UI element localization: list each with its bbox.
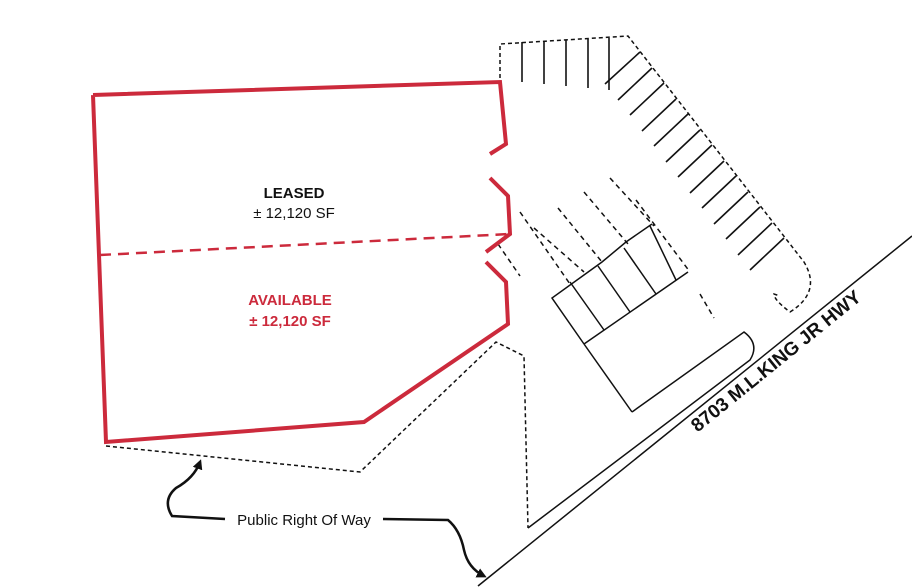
driveway-curb	[527, 331, 755, 529]
parking-island	[550, 223, 689, 413]
road-edge	[477, 235, 912, 587]
parking-stripes-top	[521, 38, 610, 90]
building-outline	[91, 79, 513, 445]
parking-stripes-diagonal	[604, 51, 785, 271]
callout-arrow-left	[166, 459, 226, 521]
parking-lot-outline	[499, 35, 812, 313]
unit-divider	[99, 232, 511, 257]
right-of-way-boundary	[105, 341, 529, 529]
right-of-way-label: Public Right Of Way	[237, 512, 371, 529]
available-area-label: ± 12,120 SF	[249, 313, 331, 330]
available-status-label: AVAILABLE	[248, 292, 332, 309]
leased-status-label: LEASED	[264, 185, 325, 202]
leased-area-label: ± 12,120 SF	[253, 205, 335, 222]
road-address-label: 8703 M.L.KING JR HWY	[687, 287, 865, 437]
callout-arrow-right	[382, 517, 487, 578]
parking-guides-dashed	[497, 177, 715, 319]
